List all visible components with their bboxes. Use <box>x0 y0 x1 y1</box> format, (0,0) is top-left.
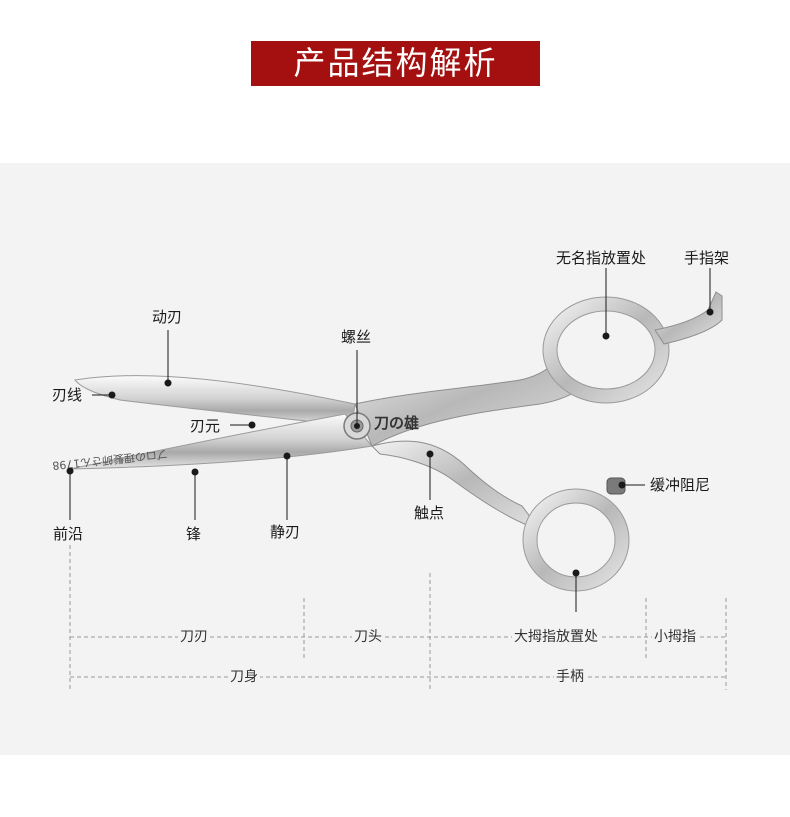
dim-label-head: 刀头 <box>352 629 384 645</box>
lower-ring-inner <box>536 502 616 578</box>
label-finger-rest: 手指架 <box>684 249 730 267</box>
label-ring-finger: 无名指放置处 <box>556 249 647 267</box>
label-tip: 前沿 <box>53 525 84 543</box>
dot-damper <box>618 481 626 489</box>
lower-shank-shape <box>371 440 542 531</box>
dim-label-thumb: 大拇指放置处 <box>512 629 600 645</box>
dot-blade-origin <box>248 421 256 429</box>
dot-contact <box>426 450 434 458</box>
label-damper: 缓冲阻尼 <box>650 476 711 494</box>
label-moving-blade: 动刃 <box>152 308 183 326</box>
label-blade-origin: 刃元 <box>190 417 221 435</box>
dot-finger-rest <box>706 308 714 316</box>
dot-moving-blade <box>164 379 172 387</box>
finger-rest-shape <box>654 291 723 345</box>
page-title: 产品结构解析 <box>251 41 540 86</box>
label-still-blade: 静刃 <box>270 523 301 541</box>
label-contact: 触点 <box>414 504 445 522</box>
dot-tip <box>66 467 74 475</box>
dim-label-little-finger: 小拇指 <box>652 629 698 645</box>
dot-blade-line <box>108 391 116 399</box>
footer-band <box>0 755 790 817</box>
dot-still-blade <box>283 452 291 460</box>
dim-label-edge: 刀刃 <box>178 629 210 645</box>
dim-label-body: 刀身 <box>228 669 260 685</box>
label-blade-line: 刃线 <box>52 386 83 404</box>
dot-thumb-ring <box>572 569 580 577</box>
dim-label-handle: 手柄 <box>554 669 586 685</box>
dot-point <box>191 468 199 476</box>
label-point: 锋 <box>186 525 202 543</box>
label-screw: 螺丝 <box>341 328 372 346</box>
brand-logo: 刀の雄 <box>374 414 419 432</box>
dot-screw <box>354 423 360 429</box>
dot-ring-finger <box>602 332 610 340</box>
